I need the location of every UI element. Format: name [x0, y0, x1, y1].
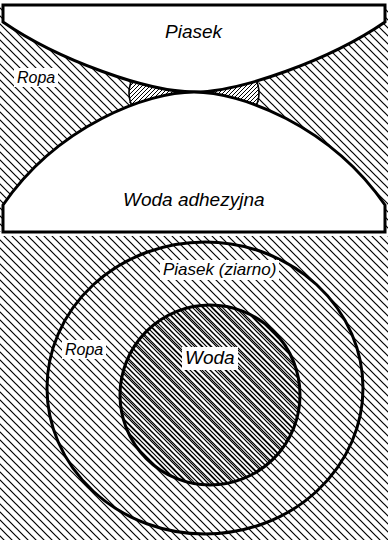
rock-hatch-top: [0, 5, 388, 232]
lens-outline: [3, 5, 385, 92]
lens-outline: [3, 92, 385, 232]
shape-label: Woda adhezyjna: [120, 189, 268, 212]
grain-outline: [47, 242, 363, 534]
adhesive-water-lens: Woda adhezyjna: [0, 88, 388, 238]
rock-hatch-bottom: [0, 236, 388, 540]
region-label: Ropa: [62, 340, 106, 359]
water-core-circle: Woda: [118, 303, 302, 487]
node-outline: [0, 88, 388, 238]
sand-grain-circle: Woda Piasek (ziarno): [45, 240, 365, 536]
shape-label: Piasek: [162, 21, 225, 44]
region-label: Ropa: [14, 68, 58, 87]
node-outline: [118, 303, 302, 487]
shape-label: Woda: [182, 347, 238, 370]
water-outline: [120, 305, 300, 485]
shape-label: Piasek (ziarno): [160, 260, 279, 280]
